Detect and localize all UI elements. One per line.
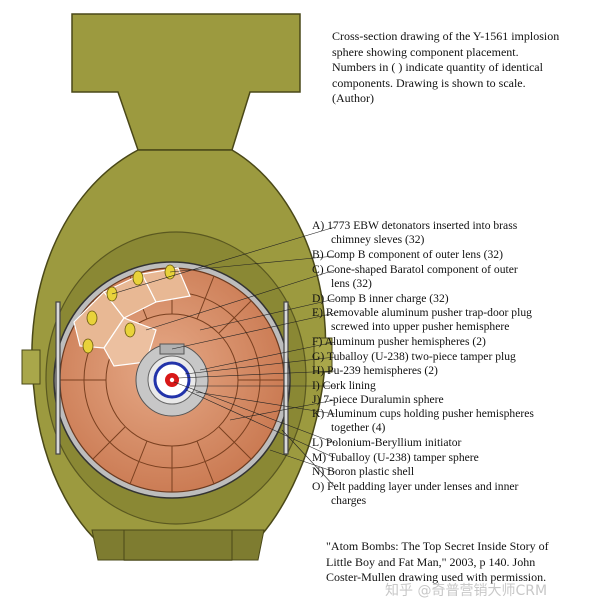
- credit-line: "Atom Bombs: The Top Secret Inside Story…: [326, 539, 549, 553]
- tail-fin-assembly: [71, 13, 301, 151]
- label-d-line1: D) Comp B inner charge (32): [312, 292, 449, 305]
- watermark: 知乎 @奇普营销大师CRM: [385, 583, 548, 599]
- label-j: J) 7-piece Duralumin sphere: [312, 393, 598, 407]
- label-h: H) Pu-239 hemispheres (2): [312, 364, 598, 378]
- outer-lens-panels: [73, 267, 191, 367]
- label-k-line1: K) Aluminum cups holding pusher hemisphe…: [312, 407, 534, 420]
- label-n: N) Boron plastic shell: [312, 465, 598, 479]
- credit-line: Coster-Mullen drawing used with permissi…: [326, 570, 547, 585]
- label-k-line2: together (4): [331, 421, 386, 435]
- label-k: K) Aluminum cups holding pusher hemisphe…: [312, 407, 598, 436]
- initiator: [169, 377, 175, 383]
- label-a-line2: chimney sleves (32): [331, 233, 425, 247]
- caption-line: (Author): [332, 91, 374, 106]
- label-c: C) Cone-shaped Baratol component of oute…: [312, 263, 598, 292]
- label-h-line1: H) Pu-239 hemispheres (2): [312, 364, 438, 377]
- left-lug: [21, 349, 41, 385]
- label-m-line1: M) Tuballoy (U-238) tamper sphere: [312, 451, 479, 464]
- label-o-line1: O) Felt padding layer under lenses and i…: [312, 480, 519, 493]
- label-f-line1: F) Aluminum pusher hemispheres (2): [312, 335, 486, 348]
- label-e-line1: E) Removable aluminum pusher trap-door p…: [312, 306, 532, 319]
- detonator-ellipses: [82, 264, 176, 354]
- label-l: L) Polonium-Beryllium initiator: [312, 436, 598, 450]
- label-f: F) Aluminum pusher hemispheres (2): [312, 335, 598, 349]
- label-c-line2: lens (32): [331, 277, 372, 291]
- caption-line: Numbers in ( ) indicate quantity of iden…: [332, 60, 543, 75]
- label-a: A) 1773 EBW detonators inserted into bra…: [312, 219, 598, 248]
- source-credit: "Atom Bombs: The Top Secret Inside Story…: [326, 539, 594, 586]
- right-lug: [313, 337, 333, 373]
- label-c-line1: C) Cone-shaped Baratol component of oute…: [312, 263, 518, 276]
- label-l-line1: L) Polonium-Beryllium initiator: [312, 436, 462, 449]
- label-b: B) Comp B component of outer lens (32): [312, 248, 598, 262]
- label-d: D) Comp B inner charge (32): [312, 292, 598, 306]
- label-a-line1: A) 1773 EBW detonators inserted into bra…: [312, 219, 518, 232]
- label-i-line1: I) Cork lining: [312, 379, 376, 392]
- caption-line: Cross-section drawing of the Y-1561 impl…: [332, 29, 560, 43]
- lens-segment-lines: [60, 268, 284, 492]
- frame-bars: [55, 301, 289, 455]
- label-n-line1: N) Boron plastic shell: [312, 465, 415, 478]
- label-i: I) Cork lining: [312, 379, 598, 393]
- label-e: E) Removable aluminum pusher trap-door p…: [312, 306, 598, 335]
- label-j-line1: J) 7-piece Duralumin sphere: [312, 393, 444, 406]
- leader-lines: [111, 226, 336, 488]
- caption-line: sphere showing component placement.: [332, 44, 519, 59]
- label-o-line2: charges: [331, 494, 367, 508]
- label-e-line2: screwed into upper pusher hemisphere: [331, 320, 510, 334]
- label-m: M) Tuballoy (U-238) tamper sphere: [312, 451, 598, 465]
- figure-caption: Cross-section drawing of the Y-1561 impl…: [332, 29, 594, 107]
- credit-line: Little Boy and Fat Man," 2003, p 140. Jo…: [326, 554, 536, 569]
- label-g: G) Tuballoy (U-238) two-piece tamper plu…: [312, 350, 598, 364]
- label-o: O) Felt padding layer under lenses and i…: [312, 480, 598, 509]
- caption-line: components. Drawing is shown to scale.: [332, 75, 526, 90]
- nose-skirt: [91, 529, 265, 561]
- label-g-line1: G) Tuballoy (U-238) two-piece tamper plu…: [312, 350, 516, 363]
- label-b-line1: B) Comp B component of outer lens (32): [312, 248, 503, 261]
